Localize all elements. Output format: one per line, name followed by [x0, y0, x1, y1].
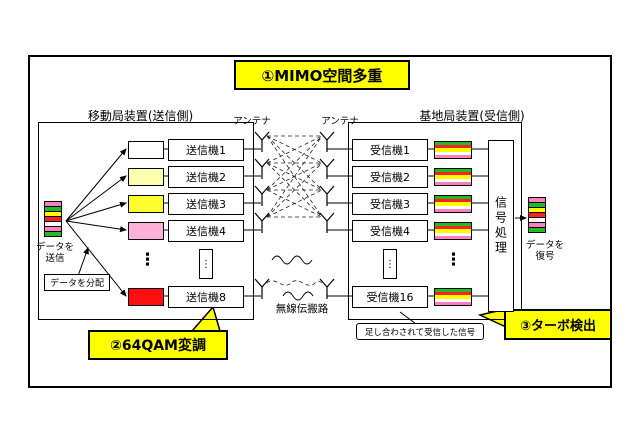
received-combined-label: 足し合わされて受信した信号 [356, 323, 484, 340]
receiver-box: 受信機3 [352, 193, 428, 215]
received-signal-stripes [434, 168, 472, 186]
color-bar [528, 227, 546, 233]
tx-send-label: データを送信 [35, 242, 74, 265]
color-bar [435, 223, 471, 227]
color-bar [435, 154, 471, 158]
data-chip [128, 141, 164, 159]
tx-distribute-label: データを分配 [44, 274, 110, 291]
transmitter-box: 送信機2 [168, 166, 244, 188]
tx-group-box [38, 122, 254, 320]
rx-decode-label: データを復号 [525, 240, 564, 263]
color-bar [435, 232, 471, 236]
color-bar [435, 199, 471, 203]
color-bar [435, 175, 471, 179]
rx-group-box [348, 122, 522, 320]
transmitter-box: 送信機4 [168, 220, 244, 242]
color-bar [435, 145, 471, 149]
color-bar [435, 142, 471, 146]
data-chip [128, 168, 164, 186]
color-bar [435, 208, 471, 212]
channel-label: 無線伝搬路 [275, 303, 329, 315]
callout-mimo-spatial-multiplex: ①MIMO空間多重 [234, 60, 410, 90]
color-bar [435, 148, 471, 152]
receiver-box: 受信機4 [352, 220, 428, 242]
rx-connectors [327, 148, 527, 325]
tx-antenna-label: アンテナ [233, 116, 271, 127]
transmitter-box: 送信機3 [168, 193, 244, 215]
tx-chip-ellipsis: ⋮ [139, 250, 156, 270]
color-bar [435, 169, 471, 173]
received-signal-stripes [434, 141, 472, 159]
color-bar [435, 202, 471, 206]
tx-data-stack [44, 201, 62, 237]
color-bar [435, 292, 471, 296]
color-bar [435, 229, 471, 233]
received-signal-stripes [434, 222, 472, 240]
receiver-box: 受信機1 [352, 139, 428, 161]
callout-turbo-detection: ③ターボ検出 [504, 309, 612, 340]
color-bar [435, 151, 471, 155]
receiver-box: 受信機16 [352, 286, 428, 308]
rx-antenna-icons [319, 131, 335, 299]
color-bar [435, 301, 471, 305]
rx-stripe-ellipsis: ⋮ [445, 250, 462, 270]
received-signal-stripes [434, 288, 472, 306]
rx-data-stack [528, 197, 546, 233]
rx-antenna-label: アンテナ [321, 116, 359, 127]
color-bar [435, 295, 471, 299]
color-bar [435, 289, 471, 293]
color-bar [435, 172, 471, 176]
rx-group-label: 基地局装置(受信側) [419, 109, 525, 123]
data-chip [128, 222, 164, 240]
data-chip [128, 288, 164, 306]
color-bar [435, 205, 471, 209]
signal-processing-box: 信号処理 [488, 140, 514, 312]
color-bar [435, 235, 471, 239]
tx-ellipsis-box: ⋮ [199, 249, 213, 279]
color-bar [435, 298, 471, 302]
tx-group-label: 移動局装置(送信側) [87, 109, 194, 123]
color-bar [44, 231, 62, 237]
color-bar [435, 196, 471, 200]
transmitter-box: 送信機8 [168, 286, 244, 308]
mimo-path-mesh [266, 135, 323, 286]
transmitter-box: 送信機1 [168, 139, 244, 161]
receiver-box: 受信機2 [352, 166, 428, 188]
color-bar [435, 178, 471, 182]
rx-ellipsis-box: ⋮ [383, 249, 397, 279]
color-bar [435, 181, 471, 185]
data-chip [128, 195, 164, 213]
channel-squiggles [271, 255, 314, 301]
data-distribution-arrows [65, 148, 127, 297]
callout-64qam-modulation: ②64QAM変調 [88, 330, 228, 360]
received-signal-stripes [434, 195, 472, 213]
color-bar [435, 226, 471, 230]
tx-antenna-icons [254, 131, 270, 299]
diagram-frame [28, 55, 612, 388]
